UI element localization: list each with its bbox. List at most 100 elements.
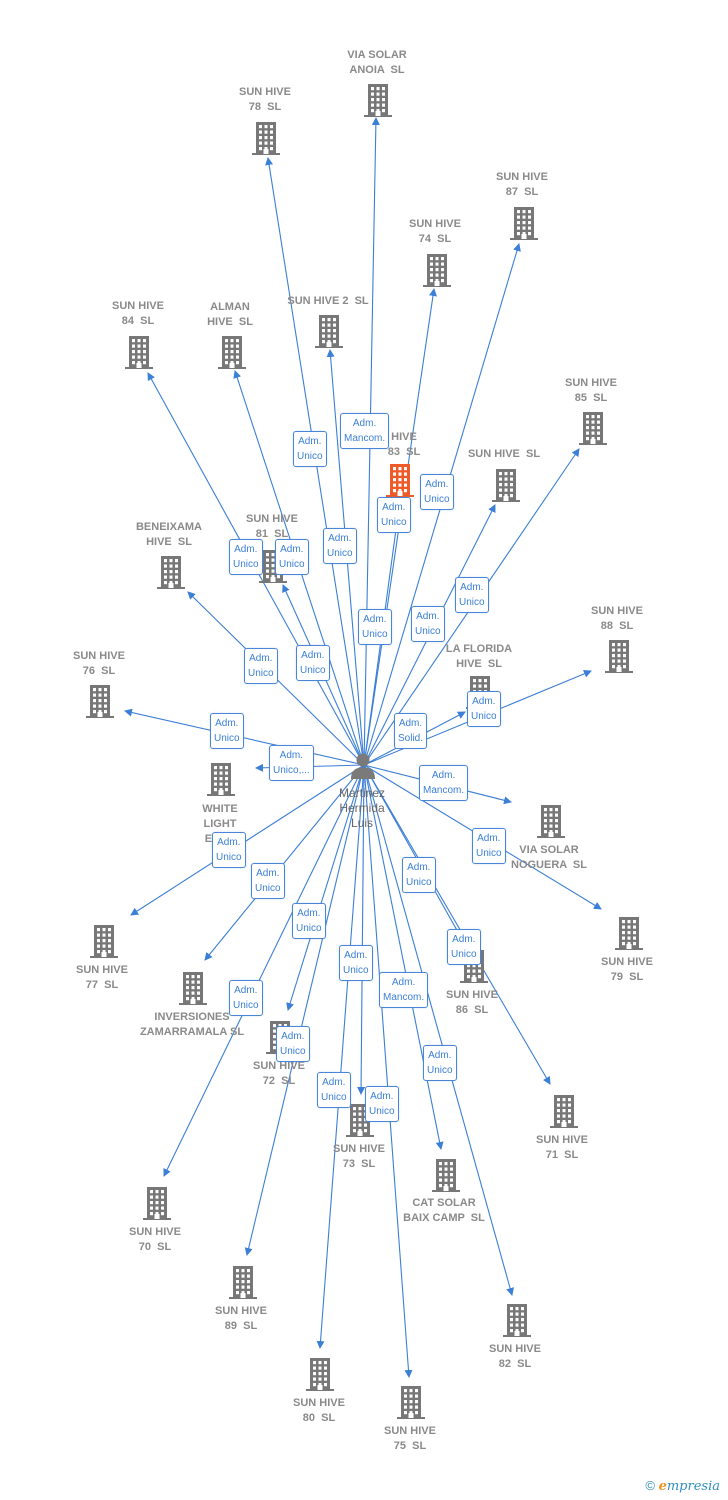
role-badge-sun-hive-78[interactable]: Adm. Unico — [293, 431, 327, 467]
company-label-sun-hive-82[interactable]: SUN HIVE 82 SL — [489, 1343, 541, 1370]
role-badge-alman-hive[interactable]: Adm. Unico — [275, 539, 309, 575]
building-icon[interactable] — [507, 205, 541, 246]
role-badge-sun-hive-73[interactable]: Adm. Unico — [339, 945, 373, 981]
role-badge-cat-solar-baix-camp[interactable]: Adm. Mancom. — [379, 972, 429, 1008]
building-icon[interactable] — [303, 1356, 337, 1397]
company-label-sun-hive-75[interactable]: SUN HIVE 75 SL — [384, 1425, 436, 1452]
person-name[interactable]: Martinez Hermida Luis — [338, 786, 386, 830]
company-label-la-florida-hive[interactable]: LA FLORIDA HIVE SL — [445, 643, 513, 670]
role-badge-sun-hive-sl[interactable]: Adm. Unico — [358, 609, 392, 645]
building-icon[interactable] — [383, 462, 417, 503]
building-icon[interactable] — [500, 1302, 534, 1343]
building-icon[interactable] — [83, 683, 117, 724]
role-badge-sun-hive-72[interactable]: Adm. Unico — [292, 903, 326, 939]
building-icon[interactable] — [489, 467, 523, 508]
edge-sun-hive-82 — [363, 764, 514, 1296]
company-label-sun-hive-70[interactable]: SUN HIVE 70 SL — [129, 1226, 181, 1253]
role-badge-via-solar-anoia[interactable]: Adm. Mancom. — [340, 413, 390, 449]
building-icon[interactable] — [87, 923, 121, 964]
building-icon[interactable] — [429, 1157, 463, 1198]
building-icon[interactable] — [226, 1264, 260, 1305]
edge-cat-solar-baix-camp — [363, 764, 444, 1150]
building-icon[interactable] — [140, 1185, 174, 1226]
role-badge-sun-hive-80[interactable]: Adm. Unico — [317, 1072, 351, 1108]
edge-sun-hive-77 — [130, 764, 365, 916]
role-badge-beneixama-hive[interactable]: Adm. Unico — [244, 648, 278, 684]
building-icon[interactable] — [420, 252, 454, 293]
building-icon[interactable] — [176, 970, 210, 1011]
building-icon[interactable] — [612, 915, 646, 956]
building-icon[interactable] — [394, 1384, 428, 1425]
company-label-sun-hive-79[interactable]: SUN HIVE 79 SL — [601, 956, 653, 983]
edge-sun-hive-75 — [363, 764, 413, 1378]
company-label-sun-hive-83[interactable]: HIVE 83 SL — [387, 431, 421, 458]
company-label-sun-hive-71[interactable]: SUN HIVE 71 SL — [536, 1134, 588, 1161]
edge-inversiones-zamarramala — [204, 764, 365, 961]
role-badge-sun-hive-85[interactable]: Adm. Unico — [455, 577, 489, 613]
role-badge-sun-hive-75[interactable]: Adm. Unico — [365, 1086, 399, 1122]
role-badge-sun-hive-88[interactable]: Adm. Unico — [467, 691, 501, 727]
building-icon[interactable] — [576, 410, 610, 451]
role-badge-sun-hive-70[interactable]: Adm. Unico — [229, 980, 263, 1016]
building-icon[interactable] — [215, 334, 249, 375]
company-label-beneixama-hive[interactable]: BENEIXAMA HIVE SL — [135, 521, 203, 548]
building-icon[interactable] — [154, 554, 188, 595]
role-badge-sun-hive-84[interactable]: Adm. Unico — [229, 539, 263, 575]
building-icon[interactable] — [534, 803, 568, 844]
company-label-sun-hive-85[interactable]: SUN HIVE 85 SL — [565, 377, 617, 404]
role-badge-sun-hive-79[interactable]: Adm. Unico — [472, 828, 506, 864]
role-badge-sun-hive-77[interactable]: Adm. Unico — [212, 832, 246, 868]
role-badge-sun-hive-2[interactable]: Adm. Unico — [323, 528, 357, 564]
company-label-sun-hive-87[interactable]: SUN HIVE 87 SL — [496, 171, 548, 198]
company-label-via-solar-noguera[interactable]: VIA SOLAR NOGUERA SL — [511, 844, 587, 871]
company-label-sun-hive-88[interactable]: SUN HIVE 88 SL — [591, 605, 643, 632]
role-badge-via-solar-noguera[interactable]: Adm. Mancom. — [419, 765, 469, 801]
company-label-sun-hive-89[interactable]: SUN HIVE 89 SL — [215, 1305, 267, 1332]
company-label-cat-solar-baix-camp[interactable]: CAT SOLAR BAIX CAMP SL — [403, 1197, 485, 1224]
edge-sun-hive-76 — [124, 708, 365, 766]
company-label-alman-hive[interactable]: ALMAN HIVE SL — [207, 301, 253, 328]
company-label-sun-hive-78[interactable]: SUN HIVE 78 SL — [239, 86, 291, 113]
company-label-sun-hive-84[interactable]: SUN HIVE 84 SL — [112, 300, 164, 327]
building-icon[interactable] — [312, 313, 346, 354]
role-badge-sun-hive-74[interactable]: Adm. Unico — [420, 474, 454, 510]
company-label-sun-hive-81[interactable]: SUN HIVE 81 SL — [246, 513, 298, 540]
company-label-sun-hive-77[interactable]: SUN HIVE 77 SL — [76, 964, 128, 991]
role-badge-white-light-ener[interactable]: Adm. Unico,... — [269, 745, 314, 781]
building-icon[interactable] — [361, 82, 395, 123]
edge-sun-hive-71 — [363, 764, 551, 1085]
company-label-sun-hive-73[interactable]: SUN HIVE 73 SL — [333, 1143, 385, 1170]
building-icon[interactable] — [122, 334, 156, 375]
copyright-symbol: © — [645, 1478, 655, 1493]
company-label-sun-hive-80[interactable]: SUN HIVE 80 SL — [293, 1397, 345, 1424]
edge-sun-hive-80 — [316, 764, 365, 1349]
company-label-sun-hive-2[interactable]: SUN HIVE 2 SL — [287, 295, 369, 307]
role-badge-sun-hive-86[interactable]: Adm. Unico — [402, 857, 436, 893]
role-badge-la-florida-hive[interactable]: Adm. Solid. — [394, 713, 428, 749]
person-icon[interactable] — [350, 752, 376, 780]
role-badge-sun-hive-83[interactable]: Adm. Unico — [377, 497, 411, 533]
role-badge-sun-hive-82[interactable]: Adm. Unico — [423, 1045, 457, 1081]
building-icon[interactable] — [249, 120, 283, 161]
role-badge-sun-hive-71[interactable]: Adm. Unico — [447, 929, 481, 965]
company-label-sun-hive-74[interactable]: SUN HIVE 74 SL — [409, 218, 461, 245]
company-label-via-solar-anoia[interactable]: VIA SOLAR ANOIA SL — [347, 49, 407, 76]
brand-logo: empresia — [658, 1479, 720, 1494]
building-icon[interactable] — [204, 761, 238, 802]
company-label-sun-hive-sl[interactable]: SUN HIVE SL — [467, 448, 541, 460]
role-badge-sun-hive-89[interactable]: Adm. Unico — [276, 1026, 310, 1062]
role-badge-sun-hive-81[interactable]: Adm. Unico — [296, 645, 330, 681]
role-badge-inversiones-zamarramala[interactable]: Adm. Unico — [251, 863, 285, 899]
role-badge-sun-hive-76[interactable]: Adm. Unico — [210, 713, 244, 749]
company-label-sun-hive-72[interactable]: SUN HIVE 72 SL — [253, 1060, 305, 1087]
company-label-sun-hive-76[interactable]: SUN HIVE 76 SL — [73, 650, 125, 677]
building-icon[interactable] — [547, 1093, 581, 1134]
building-icon[interactable] — [602, 638, 636, 679]
company-label-inversiones-zamarramala[interactable]: INVERSIONES ZAMARRAMALA SL — [139, 1011, 245, 1038]
company-label-sun-hive-86[interactable]: SUN HIVE 86 SL — [446, 989, 498, 1016]
role-badge-sun-hive-87[interactable]: Adm. Unico — [411, 606, 445, 642]
edge-sun-hive-73 — [357, 764, 366, 1095]
edge-sun-hive-89 — [244, 764, 365, 1256]
